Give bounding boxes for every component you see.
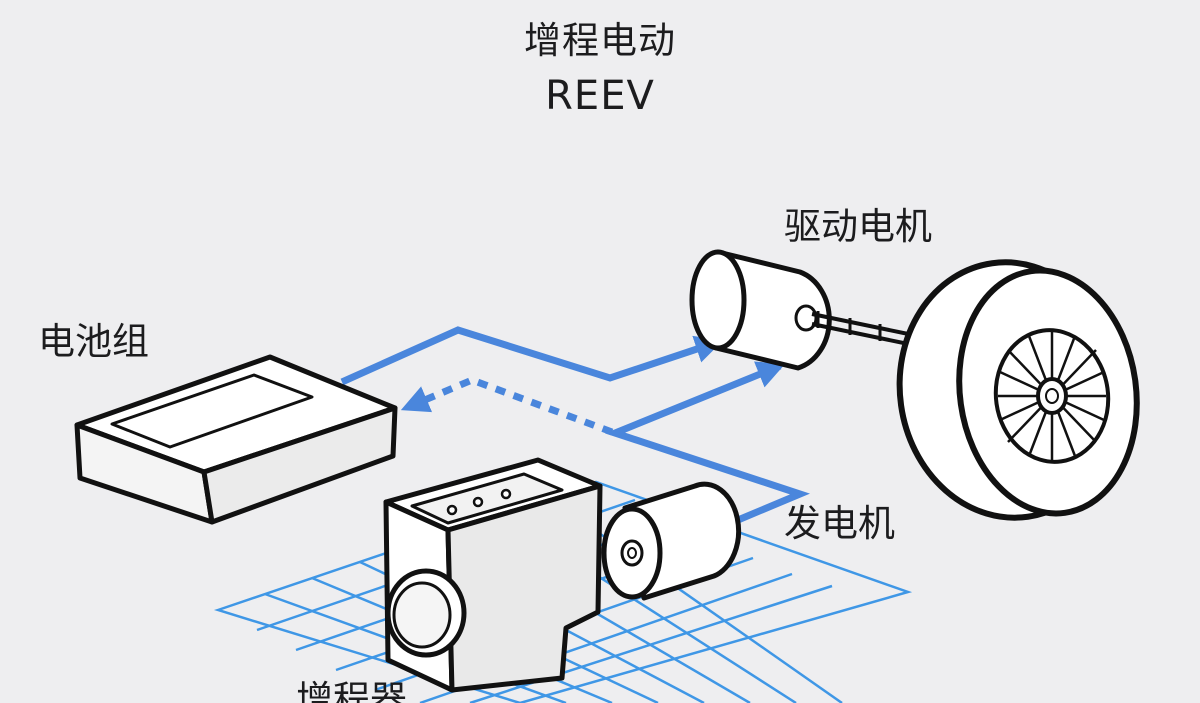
drive-motor-label: 驱动电机 [784,205,932,248]
generator-label: 发电机 [784,502,895,545]
battery-label: 电池组 [38,320,149,363]
diagram-subtitle: REEV [545,73,655,119]
drive-motor-icon [689,249,919,371]
range-extender-engine-icon [383,457,603,693]
generator-to-battery-flow [400,376,614,436]
diagram-title: 增程电动 [524,19,676,62]
energy-flow-lines [340,326,810,524]
wheel-icon [896,259,1140,521]
range-extender-label: 增程器 [296,678,407,703]
generator-icon [601,481,742,601]
generator-to-motor-flow [604,361,810,524]
battery-pack-icon [74,354,398,525]
battery-to-motor-flow [340,326,724,386]
